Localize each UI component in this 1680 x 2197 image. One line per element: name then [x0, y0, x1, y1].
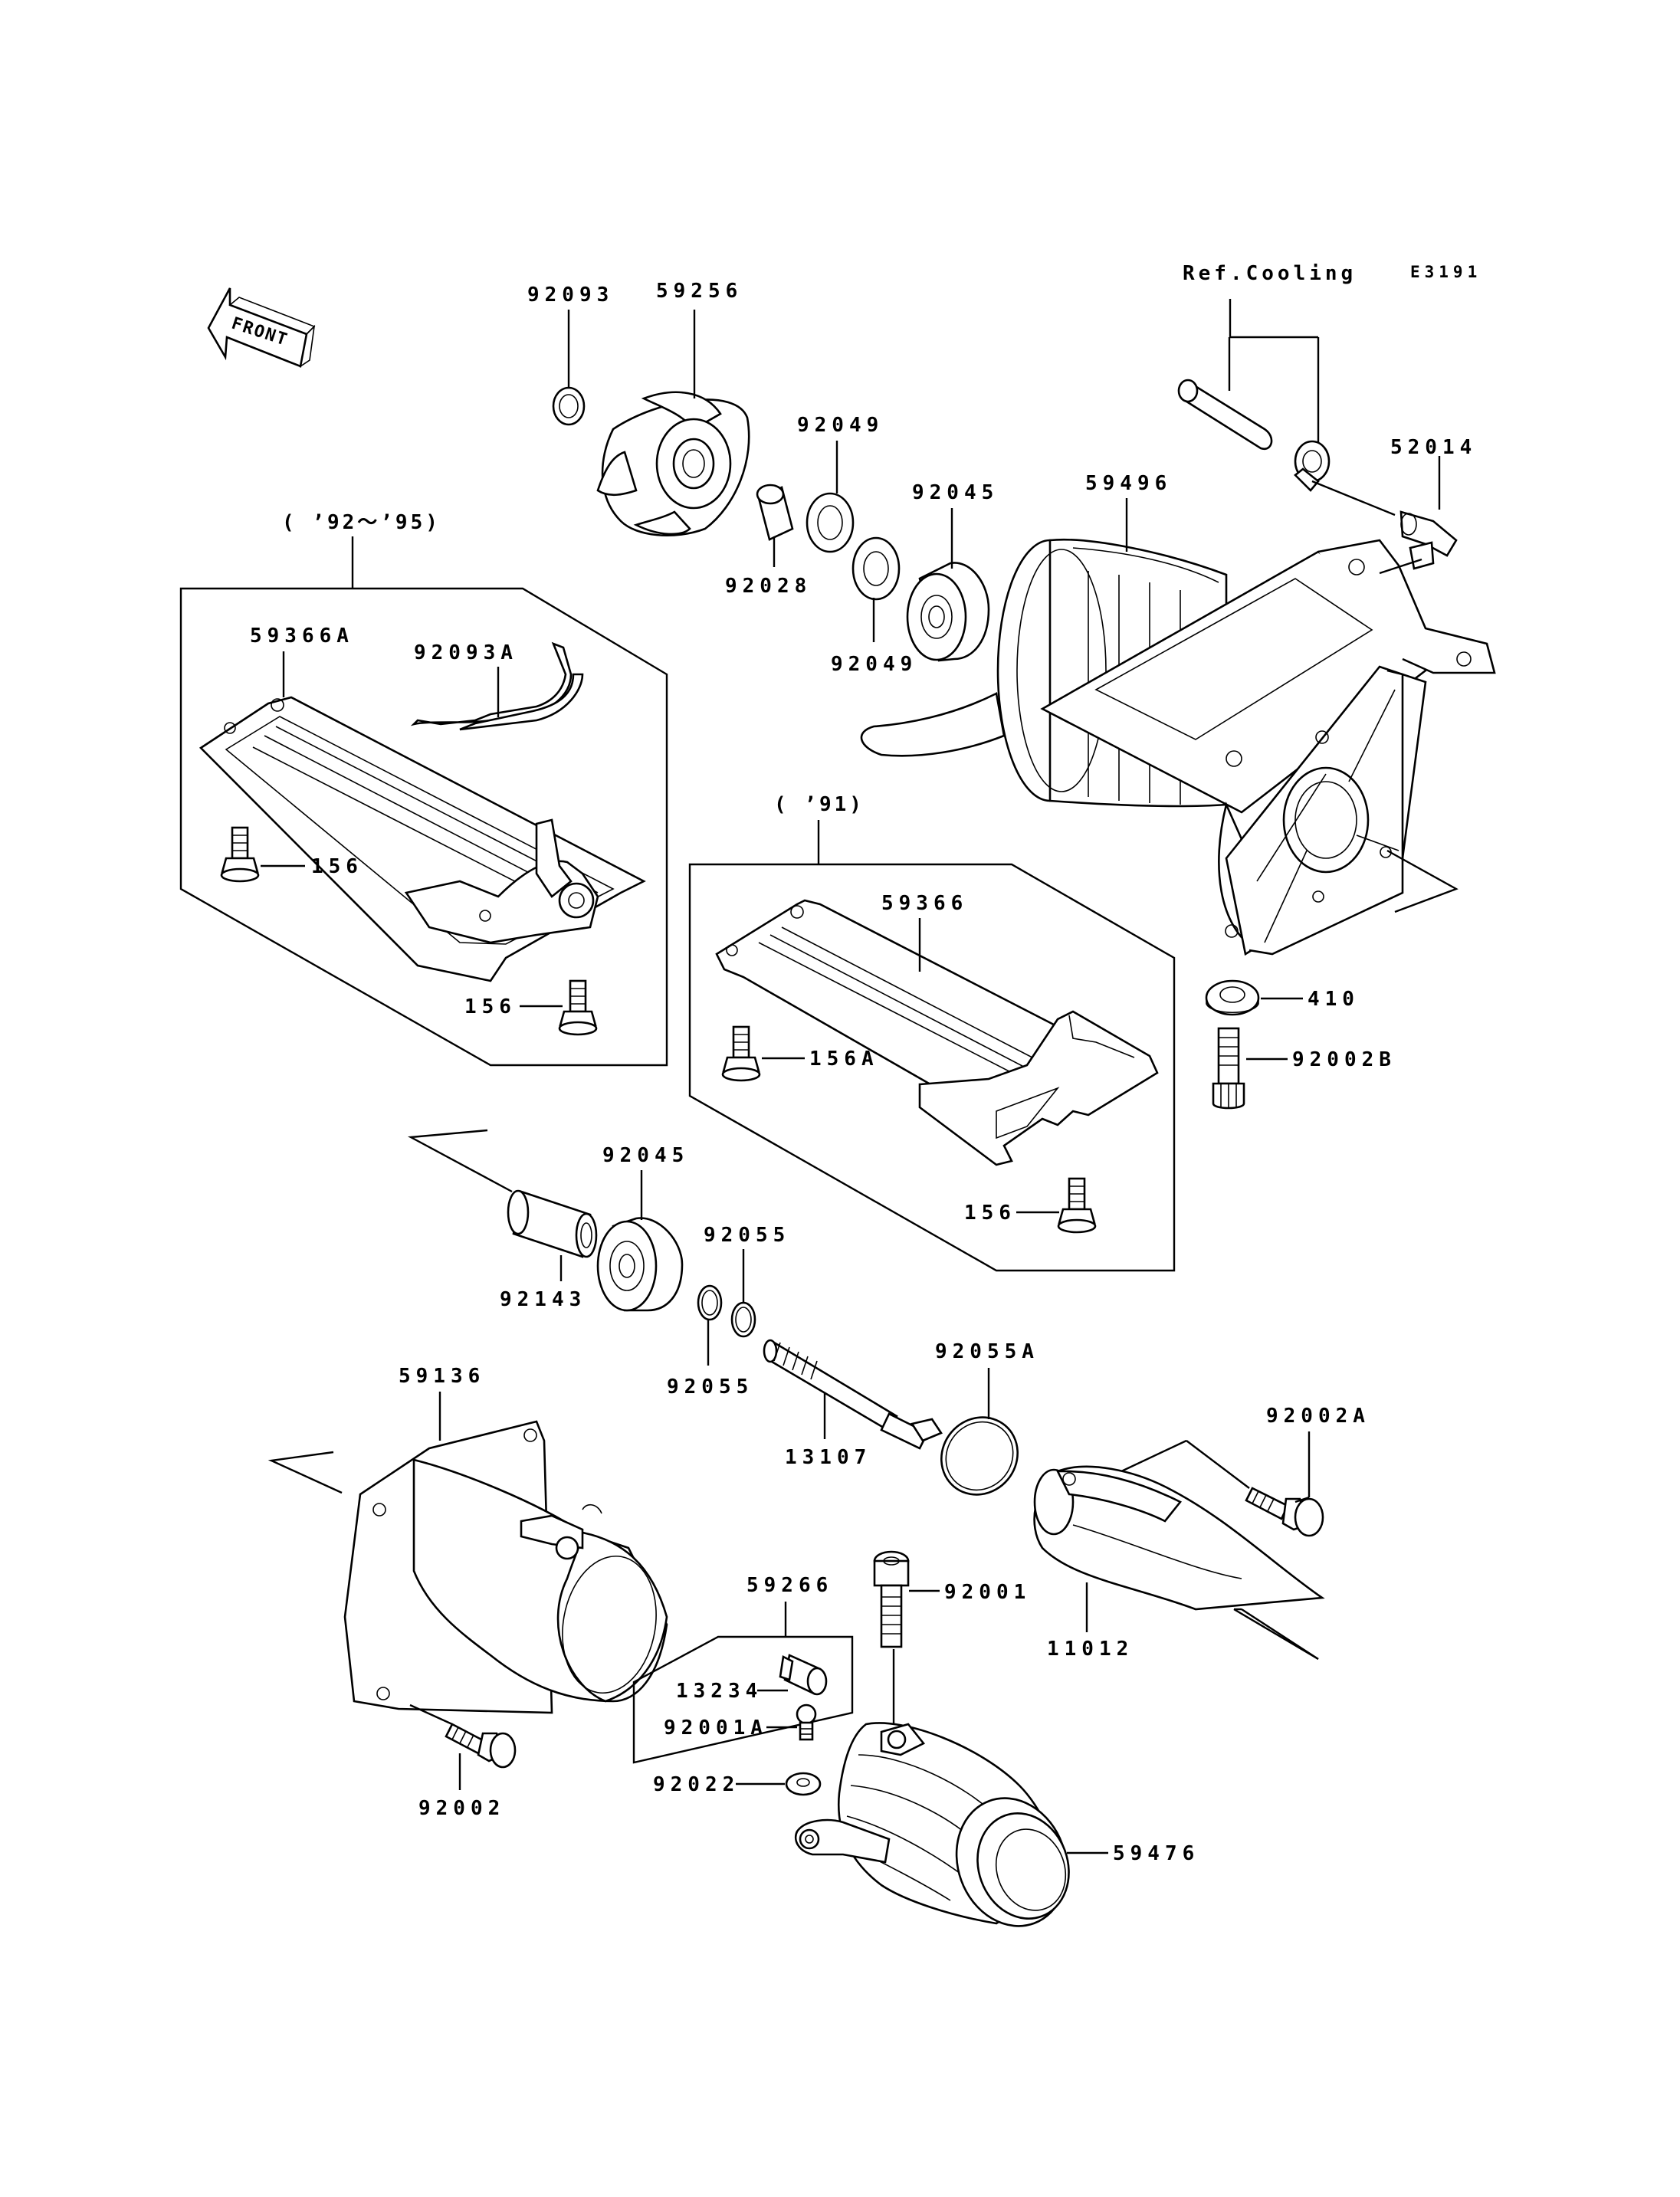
steering-nozzle-59476	[794, 1722, 1070, 1927]
label-92093: 92093	[527, 284, 614, 307]
sleeve-92143	[507, 1189, 598, 1258]
o-ring-92055-a	[697, 1284, 723, 1321]
stern-plate-59366A	[199, 696, 646, 982]
hose-clamp	[1294, 440, 1331, 492]
bolt-92002	[445, 1723, 517, 1769]
label-156-91: 156	[964, 1202, 1016, 1225]
label-92093A: 92093A	[414, 641, 518, 664]
label-156-upper: 156	[311, 855, 363, 878]
ball-92001A	[796, 1703, 817, 1741]
label-92022: 92022	[653, 1773, 740, 1796]
label-13234: 13234	[676, 1680, 763, 1703]
group-label-91: ( ’91)	[774, 793, 865, 816]
label-13107: 13107	[785, 1446, 871, 1469]
bolt-156-91	[1057, 1177, 1097, 1234]
spacer-92028	[756, 484, 794, 541]
label-59256: 59256	[656, 280, 743, 303]
stern-plate-59366	[715, 899, 1159, 1166]
label-92049-lower: 92049	[831, 653, 917, 676]
seal-92049-lower	[851, 536, 901, 601]
seal-92093	[552, 386, 586, 426]
cooling-hose	[1177, 379, 1273, 451]
pump-cone-59136	[343, 1420, 668, 1714]
label-59476: 59476	[1113, 1842, 1199, 1865]
front-arrow-icon: FRONT	[207, 287, 316, 368]
label-59366A: 59366A	[250, 625, 354, 648]
washer-92022	[785, 1772, 822, 1796]
plunger-13234	[779, 1654, 828, 1696]
label-92055-upper: 92055	[704, 1224, 790, 1247]
label-92002A: 92002A	[1266, 1405, 1370, 1428]
bolt-92001	[873, 1550, 910, 1648]
group-label-92-95: ( ’92～’95)	[282, 511, 441, 534]
seal-92049-upper	[806, 492, 855, 553]
label-92055A: 92055A	[935, 1340, 1039, 1363]
bolt-156-lower	[558, 979, 598, 1036]
label-156A: 156A	[809, 1048, 879, 1071]
o-ring-92055A	[940, 1416, 1019, 1496]
bolt-156-upper	[220, 826, 260, 883]
group-box-91	[688, 863, 1176, 1272]
label-92055-lower: 92055	[667, 1376, 753, 1399]
group-box-59266	[632, 1635, 854, 1764]
label-92143: 92143	[500, 1288, 586, 1311]
label-59366: 59366	[881, 892, 968, 915]
label-92001A: 92001A	[664, 1717, 768, 1740]
ref-cooling-label: Ref.Cooling	[1183, 262, 1357, 285]
pump-case-59496	[860, 538, 1496, 956]
group-box-92-95	[179, 587, 668, 1067]
label-59496: 59496	[1085, 472, 1172, 495]
label-92028: 92028	[725, 575, 812, 598]
label-59266: 59266	[746, 1574, 833, 1597]
cap-11012	[1033, 1465, 1325, 1611]
cover-92093A	[410, 641, 584, 731]
label-92045-lower: 92045	[602, 1144, 689, 1167]
label-92001: 92001	[944, 1581, 1031, 1604]
label-92002: 92002	[418, 1797, 505, 1820]
fitting-52014	[1399, 510, 1458, 570]
label-92045-upper: 92045	[912, 481, 999, 504]
impeller-59256	[596, 391, 750, 536]
bolt-156A	[721, 1025, 761, 1082]
drive-shaft-13107	[763, 1339, 943, 1450]
diagram-code: E3191	[1410, 263, 1481, 281]
label-92049-upper: 92049	[797, 414, 884, 437]
o-ring-92055-b	[730, 1301, 756, 1338]
bolt-92002A	[1245, 1487, 1324, 1537]
label-92002B: 92002B	[1292, 1048, 1396, 1071]
washer-410	[1205, 979, 1260, 1016]
label-52014: 52014	[1390, 436, 1477, 459]
label-11012: 11012	[1047, 1638, 1134, 1661]
label-156-lower: 156	[464, 995, 517, 1018]
label-59136: 59136	[399, 1365, 485, 1388]
label-410: 410	[1308, 988, 1360, 1011]
bolt-92002B	[1212, 1027, 1245, 1110]
bearing-92045-lower	[596, 1217, 684, 1312]
bearing-92045-upper	[906, 562, 990, 662]
